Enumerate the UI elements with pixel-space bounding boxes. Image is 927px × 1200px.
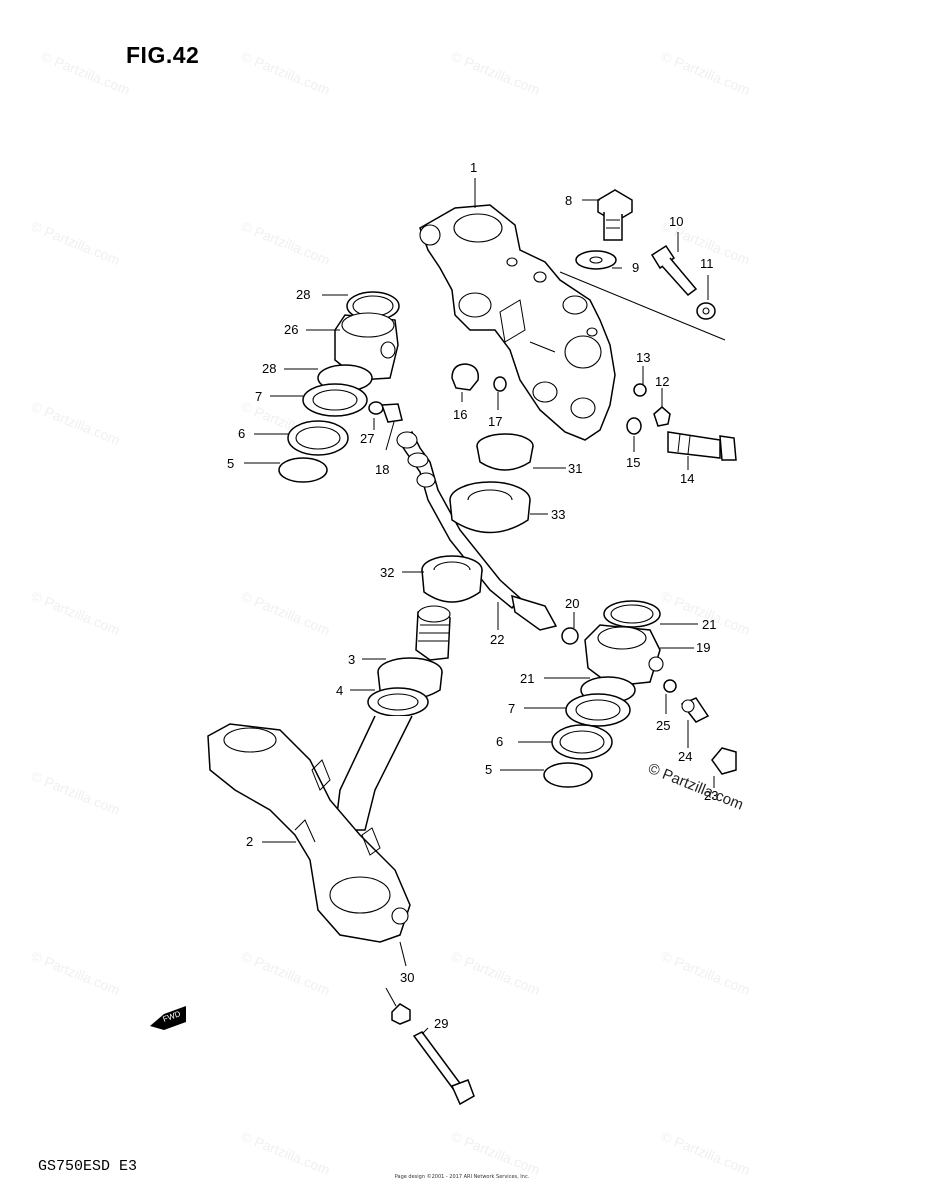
watermark: © Partzilla.com xyxy=(239,218,332,268)
leader-lines xyxy=(244,178,715,1035)
part-labels: 1 8 9 10 11 28 26 28 7 6 5 27 18 16 17 1… xyxy=(227,160,718,1031)
steering-nut-part xyxy=(476,433,534,471)
lower-bracket-part xyxy=(207,723,411,943)
part-label: 29 xyxy=(434,1016,448,1031)
part-label: 4 xyxy=(336,683,343,698)
steering-stem-part xyxy=(334,605,451,831)
washer-13-part xyxy=(633,383,647,397)
watermark: © Partzilla.com xyxy=(449,948,542,998)
part-label: 28 xyxy=(262,361,276,376)
washer-part xyxy=(575,250,617,270)
small-washer-part xyxy=(493,376,507,392)
watermark: © Partzilla.com xyxy=(29,768,122,818)
part-label: 17 xyxy=(488,414,502,429)
small-nut-part xyxy=(696,302,716,320)
part-label: 20 xyxy=(565,596,579,611)
part-label: 31 xyxy=(568,461,582,476)
part-label: 30 xyxy=(400,970,414,985)
watermark: © Partzilla.com xyxy=(239,48,332,98)
part-label: 19 xyxy=(696,640,710,655)
figure-title: FIG.42 xyxy=(126,42,200,68)
watermark: © Partzilla.com xyxy=(449,1128,542,1178)
watermark: © Partzilla.com xyxy=(659,948,752,998)
part-label: 21 xyxy=(702,617,716,632)
part-label: 8 xyxy=(565,193,572,208)
dust-seal-part xyxy=(449,481,531,534)
part-label: 33 xyxy=(551,507,565,522)
bolt-29-part xyxy=(412,1031,475,1106)
upper-bracket-part xyxy=(419,204,616,441)
part-label: 7 xyxy=(255,389,262,404)
model-code: GS750ESD E3 xyxy=(38,1158,138,1175)
part-label: 11 xyxy=(700,256,714,271)
bearing-part xyxy=(421,555,483,603)
watermark: © Partzilla.com xyxy=(29,948,122,998)
part-label: 14 xyxy=(680,471,694,486)
nut-12-part xyxy=(653,406,671,427)
left-clamp-stack xyxy=(278,291,403,483)
part-label: 21 xyxy=(520,671,534,686)
part-label: 5 xyxy=(227,456,234,471)
right-clamp-stack xyxy=(543,600,664,788)
bolt-14-part xyxy=(667,431,737,461)
part-label: 13 xyxy=(636,350,650,365)
part-label: 2 xyxy=(246,834,253,849)
watermark: © Partzilla.com xyxy=(239,588,332,638)
watermark: © Partzilla.com xyxy=(239,948,332,998)
assembly-line xyxy=(559,271,726,341)
long-bolt-part xyxy=(650,244,698,297)
part-label: 24 xyxy=(678,749,692,764)
page-footer: Page design ©2001 - 2017 ARI Network Ser… xyxy=(394,1174,530,1180)
watermark: © Partzilla.com xyxy=(659,1128,752,1178)
part-label: 32 xyxy=(380,565,394,580)
part-label: 18 xyxy=(375,462,389,477)
brake-hose-part xyxy=(396,430,558,631)
cap-nut-part xyxy=(451,363,479,391)
washer-15-part xyxy=(626,417,642,435)
bleeder-24-part xyxy=(680,697,710,723)
cap-23-part xyxy=(711,747,737,775)
watermark: © Partzilla.com xyxy=(449,48,542,98)
part-label: 27 xyxy=(360,431,374,446)
part-label: 26 xyxy=(284,322,298,337)
part-label: 5 xyxy=(485,762,492,777)
bolt-part xyxy=(597,189,633,241)
part-label: 10 xyxy=(669,214,683,229)
part-label: 23 xyxy=(704,788,718,803)
watermark: © Partzilla.com xyxy=(29,588,122,638)
part-label: 25 xyxy=(656,718,670,733)
watermark: © Partzilla.com xyxy=(239,1128,332,1178)
watermark: © Partzilla.com xyxy=(29,398,122,448)
small-ring-25-part xyxy=(663,679,677,693)
watermark: © Partzilla.com xyxy=(659,48,752,98)
part-label: 3 xyxy=(348,652,355,667)
part-label: 28 xyxy=(296,287,310,302)
part-label: 15 xyxy=(626,455,640,470)
part-label: 22 xyxy=(490,632,504,647)
part-label: 1 xyxy=(470,160,477,175)
part-label: 12 xyxy=(655,374,669,389)
forward-arrow-icon: FWD xyxy=(150,1006,186,1030)
part-label: 7 xyxy=(508,701,515,716)
watermark: © Partzilla.com xyxy=(29,218,122,268)
part-label: 16 xyxy=(453,407,467,422)
part-label: 6 xyxy=(238,426,245,441)
part-label: 9 xyxy=(632,260,639,275)
watermark: © Partzilla.com xyxy=(39,48,132,98)
nut-30-part xyxy=(391,1003,411,1025)
part-label: 6 xyxy=(496,734,503,749)
